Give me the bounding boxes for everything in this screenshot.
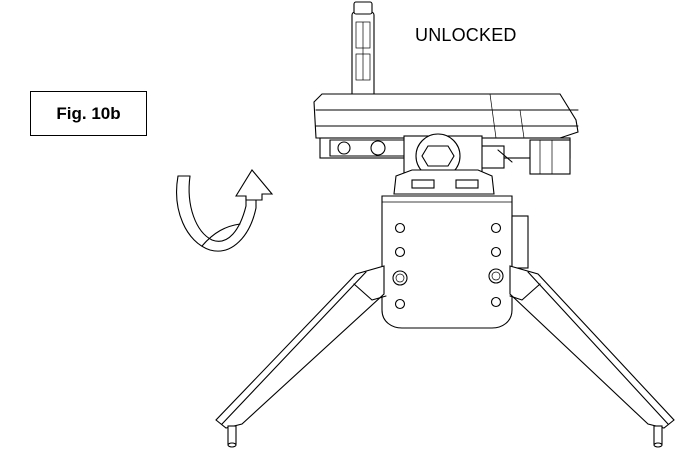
right-leg: [509, 265, 675, 448]
pivot-assembly: [393, 133, 495, 195]
state-label: UNLOCKED: [415, 25, 517, 45]
mounting-plate: [381, 195, 529, 329]
rotation-arrow-icon: [176, 169, 274, 252]
figure-label: Fig. 10b: [30, 91, 147, 136]
left-leg: [215, 265, 387, 448]
figure-label-text: Fig. 10b: [56, 103, 121, 123]
